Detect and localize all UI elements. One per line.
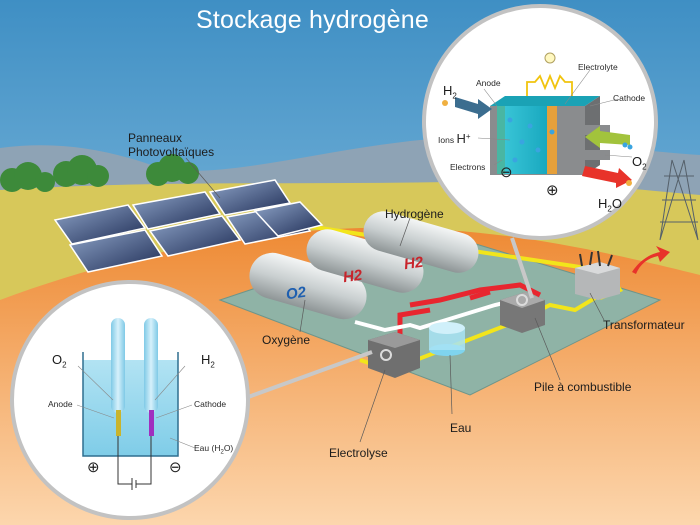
- tank-h2-2: [363, 211, 479, 273]
- label-water: Eau: [450, 421, 472, 435]
- tank-o2: [249, 252, 367, 320]
- fc-ion-symbol: H: [456, 131, 466, 146]
- el-label-anode: Anode: [48, 399, 73, 409]
- fc-label-anode: Anode: [476, 78, 501, 88]
- solar-panels: [53, 179, 324, 273]
- fc-h2o-h: H: [598, 196, 608, 211]
- fc-label-ions-text: Ions: [438, 135, 455, 145]
- water-tank: [429, 322, 465, 356]
- electrolysis-inset: [10, 280, 373, 520]
- fc-h2-symbol: H: [443, 83, 453, 98]
- el-label-h2: H2: [201, 352, 215, 370]
- el-water-end: O): [223, 443, 234, 453]
- label-solar-panels-line2: Photovoltaïques: [128, 145, 215, 159]
- fuel-cell-inset: [422, 4, 658, 299]
- el-h2-symbol: H: [201, 352, 211, 367]
- tank-label-h2-1: H2: [341, 266, 364, 287]
- el-minus-icon: ⊖: [169, 459, 182, 476]
- fc-h2o-sub: 2: [607, 204, 612, 214]
- fc-label-ions: Ions H+: [438, 131, 471, 146]
- label-fuel-cell: Pile à combustible: [534, 380, 632, 394]
- fc-h2o-o: O: [611, 196, 622, 211]
- label-hydrogen: Hydrogène: [385, 207, 444, 221]
- el-water-sub: 2: [220, 449, 224, 456]
- electrolyser: [368, 332, 420, 378]
- el-h2-sub: 2: [210, 360, 215, 370]
- cathode-electrode: [149, 410, 154, 436]
- beaker-water: [83, 360, 178, 456]
- tank-h2-1: [306, 229, 424, 293]
- tank-label-h2-2: H2: [402, 253, 425, 274]
- h2-tube: [144, 318, 158, 413]
- o2-inlet-arrow: [585, 126, 630, 148]
- fc-o2-sub: 2: [642, 162, 647, 172]
- fc-h2-sub: 2: [452, 91, 457, 101]
- el-label-water: Eau (H2O): [194, 443, 233, 456]
- fc-ion-charge: +: [465, 132, 471, 142]
- fc-o2-symbol: O: [632, 154, 643, 169]
- el-o2-symbol: O: [52, 352, 63, 367]
- h2-inlet-arrow: [455, 97, 492, 119]
- el-label-o2: O2: [52, 352, 67, 370]
- fc-minus-icon: ⊖: [500, 164, 513, 181]
- o2-tube: [111, 318, 125, 413]
- label-transformer: Transformateur: [603, 318, 685, 332]
- trees: [0, 154, 199, 192]
- anode-electrode: [116, 410, 121, 436]
- fc-label-cathode: Cathode: [613, 93, 646, 103]
- el-water-text: Eau (H: [194, 443, 221, 453]
- label-oxygen: Oxygène: [262, 333, 311, 347]
- fuel-cell-unit: [500, 292, 545, 333]
- page-title: Stockage hydrogène: [196, 6, 429, 34]
- el-plus-icon: ⊕: [87, 459, 100, 476]
- label-electrolysis: Electrolyse: [329, 446, 388, 460]
- el-label-cathode: Cathode: [194, 399, 227, 409]
- fc-label-o2: O2: [632, 154, 647, 172]
- output-arrow: [632, 246, 670, 274]
- label-solar-panels-line1: Panneaux: [128, 131, 183, 145]
- fc-label-electrons: Electrons: [450, 162, 486, 172]
- fc-plus-icon: ⊕: [546, 182, 559, 199]
- transformer: [575, 250, 620, 300]
- fc-label-h2o: H2O: [598, 196, 622, 214]
- label-solar-panels: Panneaux Photovoltaïques: [128, 131, 214, 159]
- h2o-outlet-arrow: [582, 166, 632, 188]
- fc-label-h2: H2: [443, 83, 457, 101]
- fc-label-electrolyte: Electrolyte: [578, 62, 618, 72]
- el-o2-sub: 2: [62, 360, 67, 370]
- power-pylons: [659, 159, 699, 241]
- tank-label-o2: O2: [284, 283, 308, 304]
